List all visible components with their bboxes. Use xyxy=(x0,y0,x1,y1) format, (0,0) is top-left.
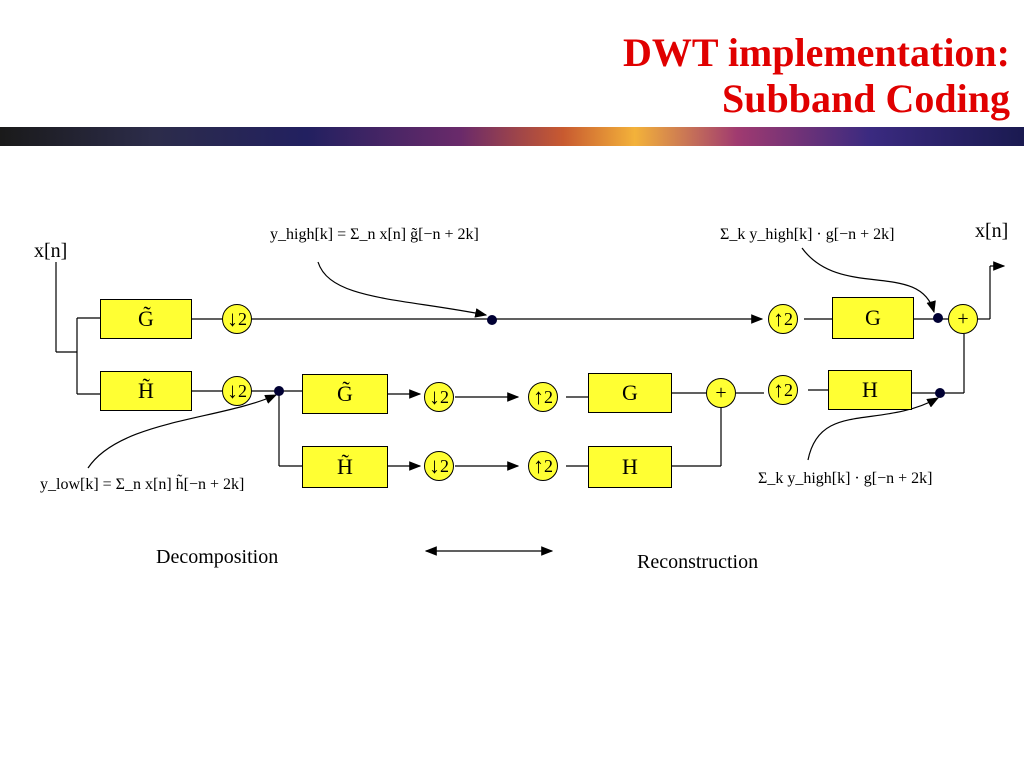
upsample-node: ↑2 xyxy=(528,451,558,481)
adder-node: + xyxy=(706,378,736,408)
h-tilde-filter-1: H̃ xyxy=(100,371,192,411)
adder-node-output: + xyxy=(948,304,978,334)
g-filter-2: G xyxy=(832,297,914,339)
decorative-band xyxy=(0,127,1024,146)
factor-label: 2 xyxy=(544,386,553,407)
factor-label: 2 xyxy=(784,379,793,400)
up-arrow-icon: ↑ xyxy=(533,453,544,478)
formula-synthesis-top: Σ_k y_high[k] · g[−n + 2k] xyxy=(720,226,895,243)
factor-label: 2 xyxy=(238,380,247,401)
formula-y-low-analysis: y_low[k] = Σ_n x[n] h̃[−n + 2k] xyxy=(40,476,245,493)
factor-label: 2 xyxy=(238,308,247,329)
downsample-node: ↓2 xyxy=(424,451,454,481)
node-dot-sum-top xyxy=(933,313,943,323)
formula-synthesis-bottom: Σ_k y_high[k] · g[−n + 2k] xyxy=(758,470,933,487)
h-tilde-filter-2: H̃ xyxy=(302,446,388,488)
factor-label: 2 xyxy=(440,386,449,407)
upsample-node: ↑2 xyxy=(768,375,798,405)
h-filter-1: H xyxy=(588,446,672,488)
upsample-node: ↑2 xyxy=(768,304,798,334)
reconstruction-label: Reconstruction xyxy=(637,551,759,573)
downsample-node: ↓2 xyxy=(222,376,252,406)
down-arrow-icon: ↓ xyxy=(429,453,440,478)
downsample-node: ↓2 xyxy=(222,304,252,334)
title-line-1: DWT implementation: xyxy=(622,30,1010,75)
down-arrow-icon: ↓ xyxy=(227,306,238,331)
factor-label: 2 xyxy=(544,455,553,476)
node-dot-split xyxy=(274,386,284,396)
node-dot-sum-bottom xyxy=(935,388,945,398)
downsample-node: ↓2 xyxy=(424,382,454,412)
output-label: x[n] xyxy=(975,220,1009,242)
down-arrow-icon: ↓ xyxy=(227,378,238,403)
up-arrow-icon: ↑ xyxy=(533,384,544,409)
factor-label: 2 xyxy=(440,455,449,476)
slide-title: DWT implementation: Subband Coding xyxy=(623,30,1010,122)
node-dot-top xyxy=(487,315,497,325)
g-filter-1: G xyxy=(588,373,672,413)
g-tilde-filter-1: G̃ xyxy=(100,299,192,339)
title-line-2: Subband Coding xyxy=(722,76,1010,121)
upsample-node: ↑2 xyxy=(528,382,558,412)
h-filter-2: H xyxy=(828,370,912,410)
factor-label: 2 xyxy=(784,308,793,329)
decomposition-label: Decomposition xyxy=(156,546,279,568)
g-tilde-filter-2: G̃ xyxy=(302,374,388,414)
down-arrow-icon: ↓ xyxy=(429,384,440,409)
formula-y-high-analysis: y_high[k] = Σ_n x[n] g̃[−n + 2k] xyxy=(270,226,479,243)
up-arrow-icon: ↑ xyxy=(773,377,784,402)
input-label: x[n] xyxy=(34,240,68,262)
up-arrow-icon: ↑ xyxy=(773,306,784,331)
